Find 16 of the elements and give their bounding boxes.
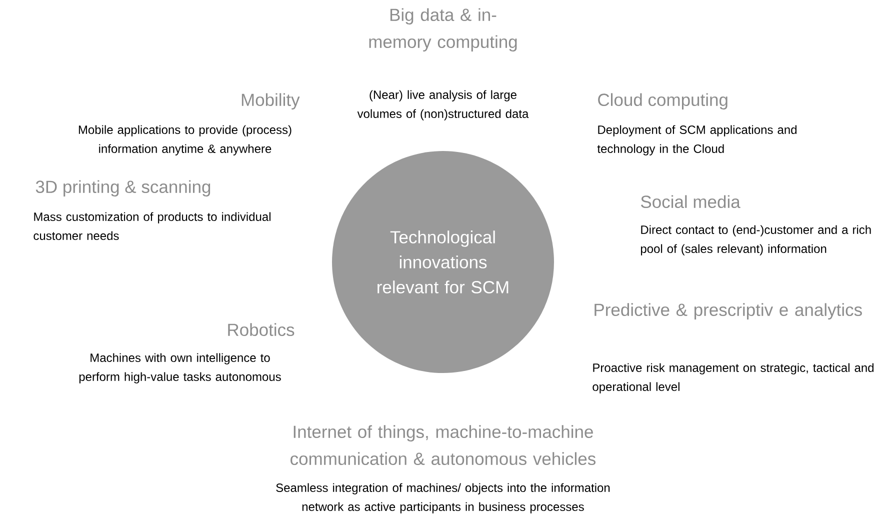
topic-description: Deployment of SCM applications and technology in the Cloud — [597, 125, 796, 156]
topic-description: (Near) live analysis of large volumes of (non)structured data — [357, 90, 529, 120]
topic-heading: 3D printing & scanning — [36, 180, 210, 197]
topic-heading: Mobility — [242, 93, 300, 110]
topic-heading: Cloud computing — [598, 93, 728, 110]
topic-description: Mobile applications to provide (process) information anytime & anywhere — [78, 125, 292, 156]
topic-heading: Internet of things, machine-to-machine communication & autonomous vehicles — [290, 425, 596, 466]
topic-description: Seamless integration of machines/ objects into the information network as active participants in business processes — [276, 483, 610, 514]
topic-heading: Predictive & prescriptiv e analytics — [594, 303, 862, 320]
topic-heading: Robotics — [228, 323, 294, 336]
topic-description: Proactive risk management on strategic, tactical and operational level — [592, 363, 874, 394]
topic-heading: Big data & in-memory computing — [369, 8, 517, 52]
topic-description: Machines with own intelligence to perform high-value tasks autonomous — [79, 353, 281, 384]
topic-description: Mass customization of products to individual customer needs — [34, 212, 270, 240]
topic-description: Direct contact to (end-)customer and a rich pool of (sales relevant) information — [640, 225, 871, 256]
topic-heading: Social media — [641, 195, 740, 208]
